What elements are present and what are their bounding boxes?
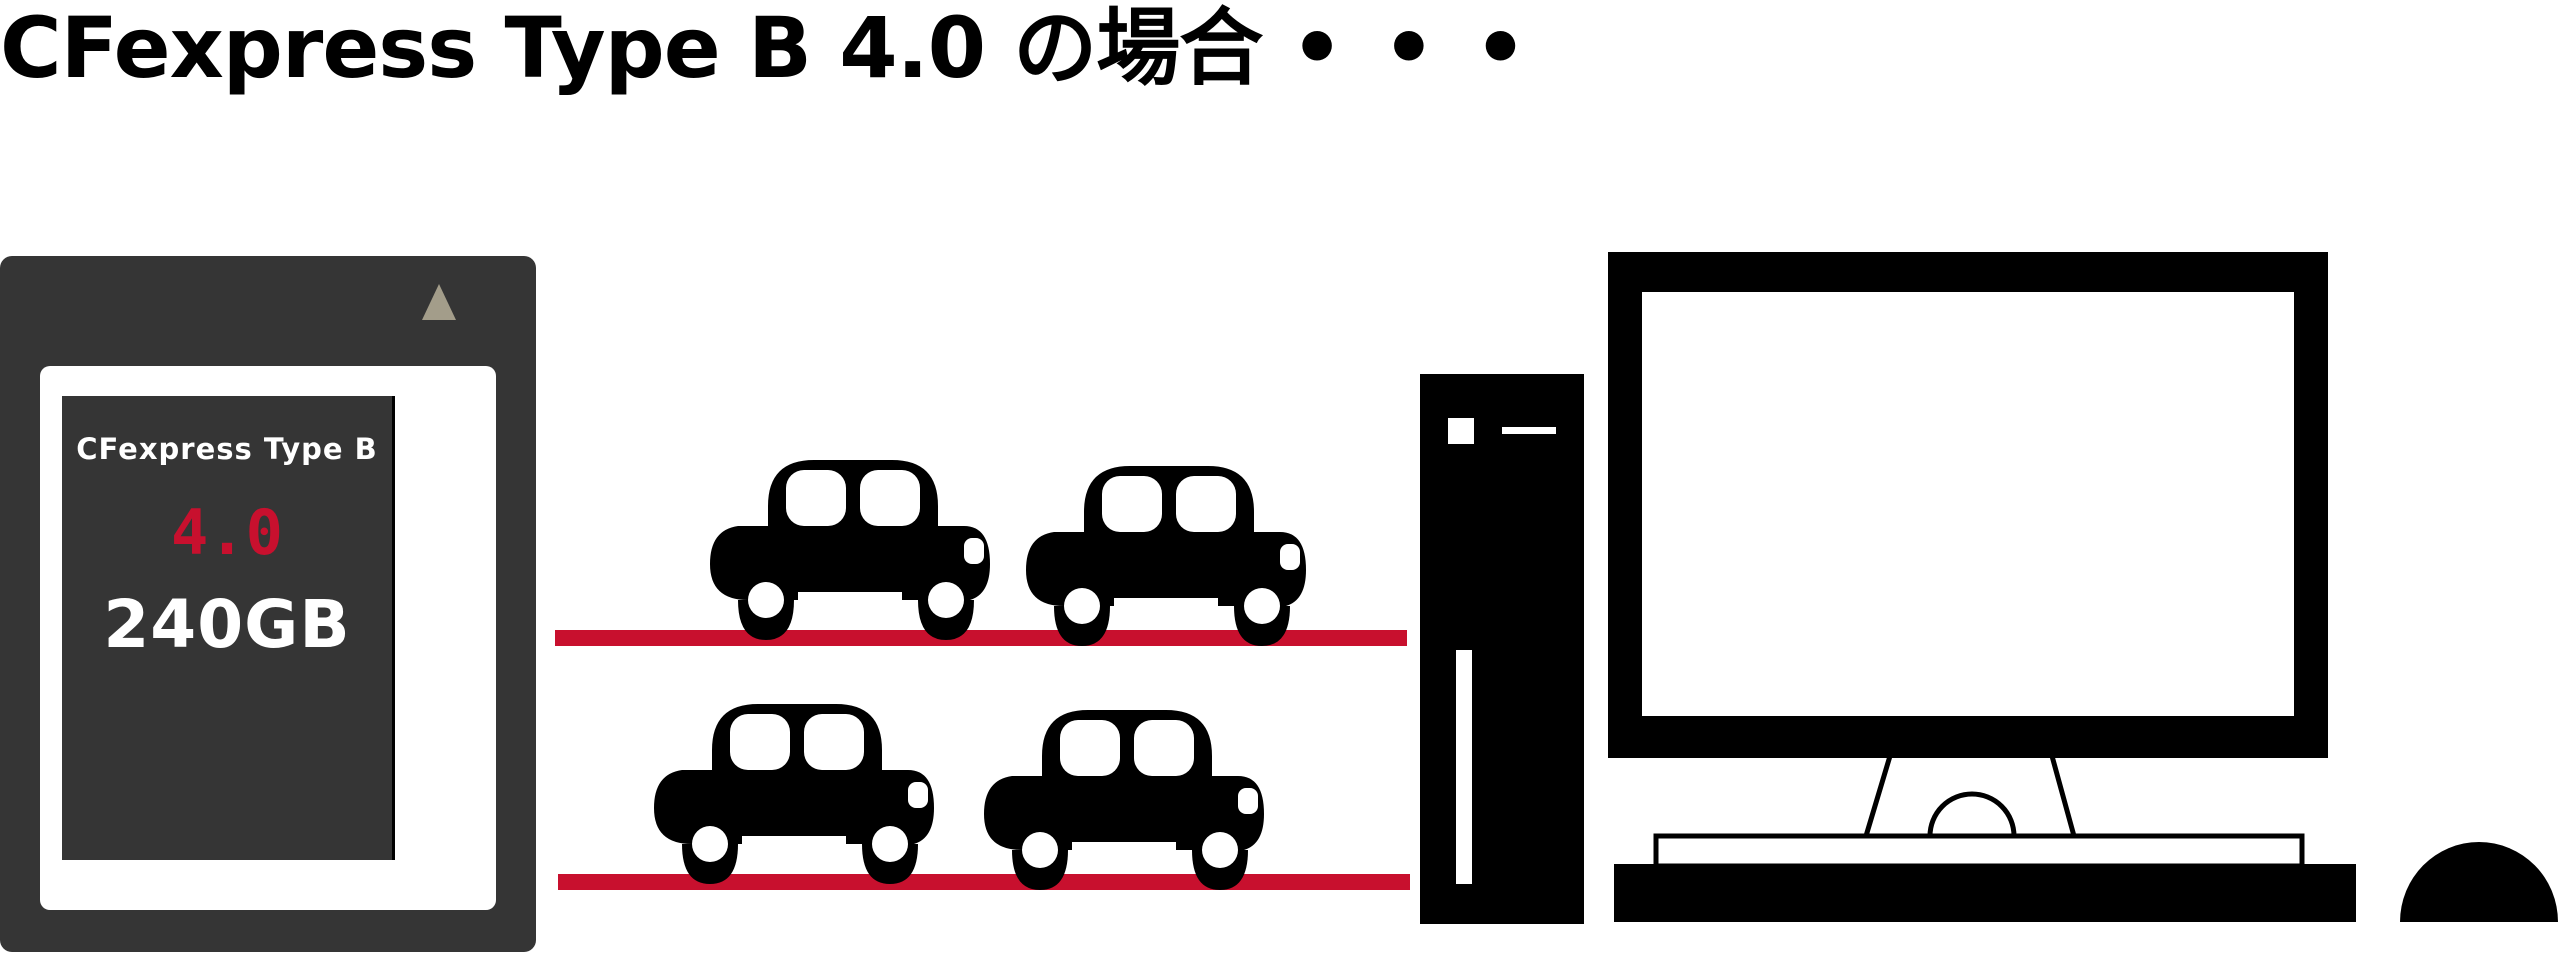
tower-vertical-slot [1456, 650, 1472, 884]
lane-bottom [558, 874, 1410, 890]
car-icon [1026, 466, 1306, 646]
page-title: CFexpress Type B 4.0 の場合 ••• [0, 0, 1565, 96]
car-icon [984, 710, 1264, 890]
card-label: CFexpress Type B 4.0 240GB [62, 396, 395, 860]
mouse-icon [2400, 842, 2558, 922]
tower-power-button [1448, 418, 1474, 444]
card-version: 4.0 [171, 496, 283, 569]
title-dots: ••• [1290, 0, 1566, 97]
tower-pc-icon [1420, 374, 1584, 924]
card-capacity: 240GB [103, 586, 351, 663]
monitor-screen [1642, 292, 2294, 716]
tower-drive-slot [1502, 427, 1556, 434]
cfexpress-card: CFexpress Type B 4.0 240GB [0, 256, 536, 952]
car-icon [654, 704, 934, 884]
card-notch-icon [422, 284, 456, 320]
monitor-stand-and-keyboard [1614, 756, 2356, 922]
car-icon [710, 460, 990, 640]
title-text: CFexpress Type B 4.0 の場合 [0, 0, 1263, 97]
monitor-icon [1608, 252, 2328, 758]
card-brand: CFexpress Type B [76, 432, 378, 466]
